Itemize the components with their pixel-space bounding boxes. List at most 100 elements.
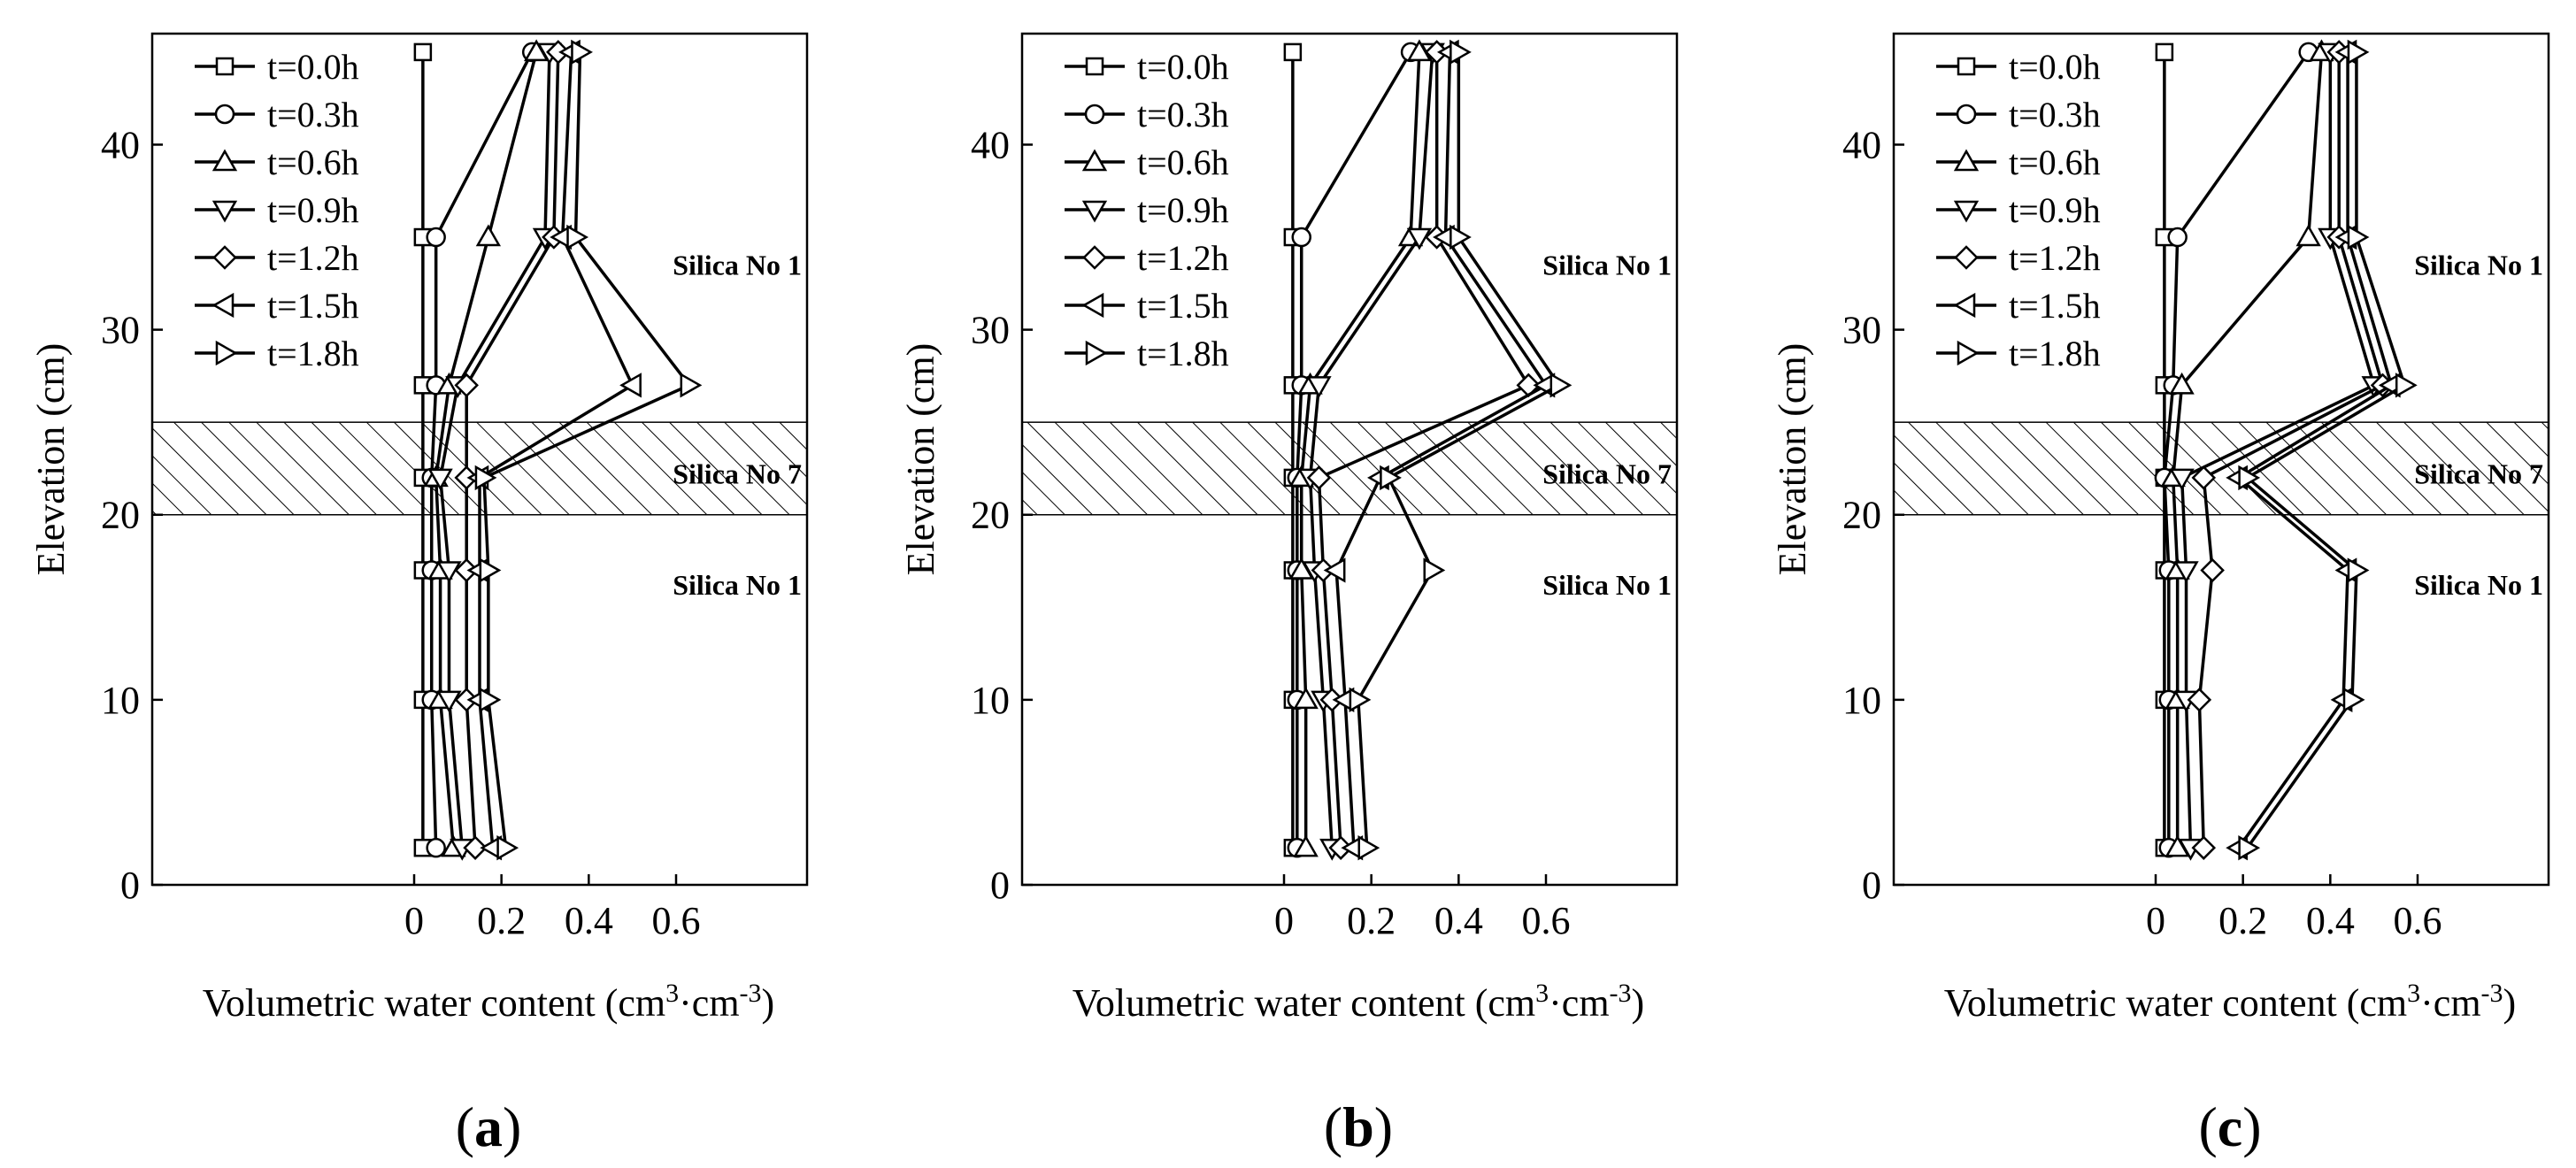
plot-frame — [1020, 32, 1679, 887]
y-tick-label: 20 — [1842, 494, 1881, 537]
panel-label-paren: ( — [1324, 1095, 1342, 1158]
data-point — [436, 561, 462, 583]
data-point — [1549, 373, 1573, 398]
legend-marker — [1084, 104, 1105, 125]
y-tick-label: 30 — [101, 309, 140, 352]
data-point — [426, 837, 446, 858]
y-tick-label: 40 — [101, 123, 140, 166]
legend-label: t=1.5h — [1137, 286, 1229, 326]
zone-label: Silica No 7 — [1542, 458, 1672, 490]
x-tick-label: 0.6 — [2394, 899, 2442, 942]
legend-marker — [1957, 340, 1980, 366]
legend-marker — [1953, 292, 1976, 319]
zone-label: Silica No 1 — [673, 569, 802, 601]
x-axis-title-superscript: 3 — [2407, 979, 2420, 1008]
legend-label: t=0.0h — [1137, 47, 1229, 87]
legend-label: t=1.2h — [1137, 238, 1229, 278]
legend-label: t=1.5h — [2009, 286, 2101, 326]
x-axis-title: Volumetric water content (cm3·cm-3) — [1944, 979, 2516, 1025]
data-point — [566, 224, 589, 250]
x-axis-title-superscript: -3 — [740, 979, 762, 1008]
legend-label: t=1.8h — [267, 334, 359, 373]
legend-marker — [1082, 245, 1107, 270]
x-axis-title-part: ·cm — [679, 981, 739, 1025]
panel-label-paren: ) — [503, 1095, 521, 1158]
legend-label: t=0.6h — [2009, 142, 2101, 182]
y-tick-label: 20 — [971, 494, 1010, 537]
data-point — [475, 224, 502, 247]
y-tick-label: 20 — [101, 494, 140, 537]
series-t=1.8h — [474, 39, 703, 861]
legend-label: t=0.9h — [267, 190, 359, 230]
y-tick-label: 0 — [1862, 864, 1881, 907]
legend: t=0.0ht=0.3ht=0.6ht=0.9ht=1.2ht=1.5ht=1.… — [1936, 47, 2101, 373]
data-point — [2238, 835, 2261, 861]
data-point — [1293, 834, 1319, 857]
x-axis-title-part: ) — [1632, 981, 1645, 1025]
legend-label: t=1.8h — [1137, 334, 1229, 373]
x-tick-label: 0.2 — [2218, 899, 2267, 942]
data-point — [1449, 224, 1472, 250]
x-axis-title-superscript: -3 — [1610, 979, 1632, 1008]
series-t=1.8h — [1349, 39, 1573, 861]
y-tick-label: 0 — [120, 864, 140, 907]
data-point — [427, 468, 453, 491]
y-tick-label: 0 — [990, 864, 1010, 907]
legend: t=0.0ht=0.3ht=0.6ht=0.9ht=1.2ht=1.5ht=1.… — [1065, 47, 1229, 373]
data-point — [2342, 687, 2365, 713]
x-axis-title-part: Volumetric water content (cm — [203, 981, 665, 1025]
data-point — [479, 557, 502, 583]
x-axis-title-part: ·cm — [2420, 981, 2480, 1025]
data-point — [2173, 561, 2199, 583]
legend-label: t=0.6h — [267, 142, 359, 182]
plot-frame — [150, 32, 809, 887]
x-tick-label: 0.2 — [1347, 899, 1396, 942]
y-axis-title: Elevation (cm) — [899, 343, 942, 576]
panel-label-letter: b — [1342, 1095, 1374, 1158]
legend-marker — [1953, 149, 1980, 172]
legend-marker — [1085, 57, 1104, 76]
legend-label: t=1.8h — [2009, 334, 2101, 373]
x-axis-title-superscript: 3 — [1535, 979, 1549, 1008]
legend-marker — [1956, 104, 1977, 125]
panel-label: (a) — [456, 1095, 522, 1158]
legend: t=0.0ht=0.3ht=0.6ht=0.9ht=1.2ht=1.5ht=1.… — [195, 47, 359, 373]
x-axis-title-part: ) — [762, 981, 775, 1025]
panel-label-paren: ( — [2198, 1095, 2217, 1158]
legend-marker — [1081, 292, 1104, 319]
data-point — [1380, 465, 1402, 491]
legend-marker — [211, 200, 238, 223]
data-point — [2191, 835, 2217, 860]
zone-label: Silica No 1 — [673, 249, 802, 280]
legend-label: t=0.3h — [2009, 95, 2101, 134]
legend-label: t=1.2h — [2009, 238, 2101, 278]
y-axis-title: Elevation (cm) — [29, 343, 73, 576]
data-point — [1283, 42, 1303, 62]
legend-marker — [1081, 200, 1108, 223]
panel-label-paren: ) — [1374, 1095, 1393, 1158]
legend-label: t=0.3h — [267, 95, 359, 134]
data-point — [1306, 465, 1332, 490]
data-point — [479, 687, 502, 713]
series-t=1.8h — [2238, 39, 2418, 861]
x-axis-title-part: ·cm — [1549, 981, 1609, 1025]
x-tick-label: 0 — [2146, 899, 2165, 942]
legend-marker — [1081, 149, 1108, 172]
series-t=0.3h — [2154, 42, 2318, 858]
data-point — [1306, 376, 1332, 398]
panel-label-paren: ( — [456, 1095, 474, 1158]
x-tick-label: 0 — [1274, 899, 1294, 942]
data-point — [2238, 465, 2261, 491]
legend-label: t=0.0h — [267, 47, 359, 87]
data-point — [2347, 224, 2370, 250]
x-tick-label: 0.4 — [1434, 899, 1483, 942]
data-point — [1349, 687, 1372, 713]
data-point — [436, 690, 462, 713]
x-tick-label: 0.4 — [2306, 899, 2355, 942]
legend-marker — [211, 292, 235, 319]
y-tick-label: 40 — [971, 123, 1010, 166]
x-tick-label: 0 — [404, 899, 424, 942]
x-axis-title: Volumetric water content (cm3·cm-3) — [1073, 979, 1644, 1025]
